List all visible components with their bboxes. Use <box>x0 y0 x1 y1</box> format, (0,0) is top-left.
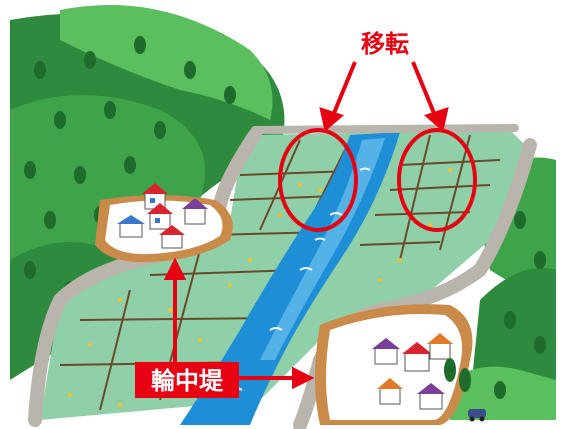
tree-dots-right <box>494 211 546 399</box>
house-icon <box>372 338 400 365</box>
house-icon <box>159 225 185 249</box>
right-village <box>372 333 486 422</box>
ring-levee-annotation: 輪中堤 <box>135 257 315 398</box>
arrow-right-line <box>411 61 438 119</box>
relocation-annotation: 移転 <box>278 30 477 232</box>
left-hills <box>10 5 285 380</box>
ring-levee-label: 輪中堤 <box>151 367 224 395</box>
house-icon <box>182 198 208 225</box>
house-icon <box>427 333 453 360</box>
arrow-left-line <box>330 61 357 119</box>
left-village <box>117 183 208 249</box>
relocation-circle-right <box>397 128 477 232</box>
arrow-right-head <box>424 106 449 132</box>
house-icon <box>417 383 445 410</box>
house-icon <box>117 215 145 238</box>
house-icon <box>402 342 432 372</box>
house-icon <box>377 378 403 405</box>
house-icon <box>147 203 173 230</box>
arrow-up-head <box>163 257 187 280</box>
tree-icon <box>444 358 471 392</box>
arrow-left-head <box>319 106 344 132</box>
car-icon <box>468 409 486 422</box>
arrow-right-head-levee <box>292 366 315 390</box>
relocation-circle-left <box>278 128 358 232</box>
ring-levee-label-box <box>135 362 239 398</box>
relocation-label: 移転 <box>361 30 409 58</box>
